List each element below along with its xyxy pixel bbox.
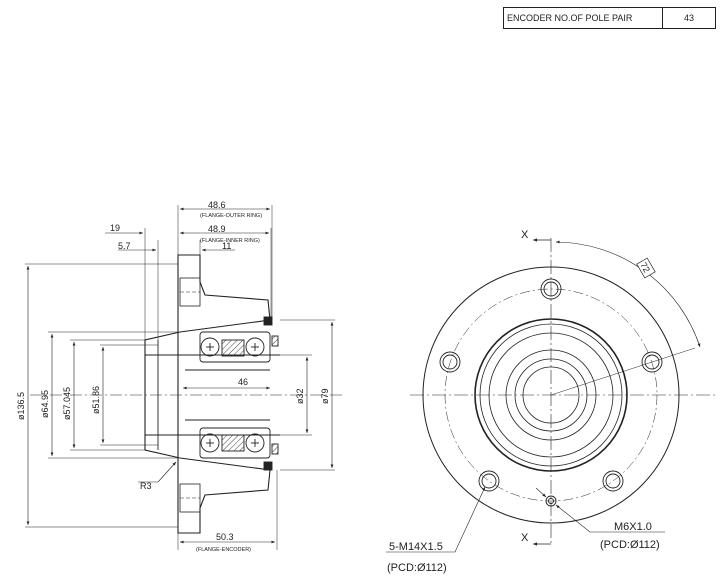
encoder-pole-pair-value: 43	[683, 13, 694, 23]
dim-11: 11	[222, 241, 231, 251]
lower-bearing	[199, 427, 271, 459]
dim-19: 19	[110, 223, 120, 233]
dim-46: 46	[238, 377, 248, 387]
bolt-holes	[439, 278, 663, 492]
angle-72-box: 72	[636, 257, 656, 279]
dim-dia-57-045: ø57.045	[62, 387, 72, 420]
screw-thread-label: M6X1.0	[614, 521, 652, 533]
bolt-pcd-label: (PCD:Ø112)	[387, 562, 447, 574]
side-view	[25, 205, 345, 550]
dim-dia-64-95: ø64.95	[40, 390, 50, 418]
m6-screw-hole	[545, 495, 557, 507]
dim-5-7: 5.7	[118, 241, 131, 251]
dim-dia-79: ø79	[320, 388, 330, 404]
dim-dia-51-86: ø51.86	[91, 386, 101, 414]
upper-bearing	[199, 331, 271, 363]
dim-flange-outer-ring: (FLANGE-OUTER RING)	[200, 213, 262, 219]
dim-flange-inner-ring: (FLANGE-INNER RING)	[200, 238, 260, 244]
dim-48-9: 48.9	[208, 224, 226, 234]
dim-50-3: 50.3	[216, 532, 234, 542]
dim-dia-32: ø32	[295, 388, 305, 404]
dim-dia-136-5: ø136.5	[16, 392, 26, 420]
radius-r3: R3	[140, 481, 152, 491]
front-view	[386, 238, 715, 553]
section-x-bottom: X	[521, 532, 529, 544]
encoder-pole-pair-label: ENCODER NO.OF POLE PAIR	[504, 8, 663, 28]
screw-pcd-label: (PCD:Ø112)	[600, 539, 660, 551]
bolt-thread-label: 5-M14X1.5	[389, 541, 443, 553]
angle-72-label: 72	[638, 261, 652, 275]
dim-48-6: 48.6	[208, 200, 226, 210]
dim-flange-encoder: (FLANGE-ENCODER)	[196, 547, 251, 553]
section-x-top: X	[521, 229, 529, 241]
encoder-pole-pair-table: ENCODER NO.OF POLE PAIR 43	[503, 7, 716, 29]
